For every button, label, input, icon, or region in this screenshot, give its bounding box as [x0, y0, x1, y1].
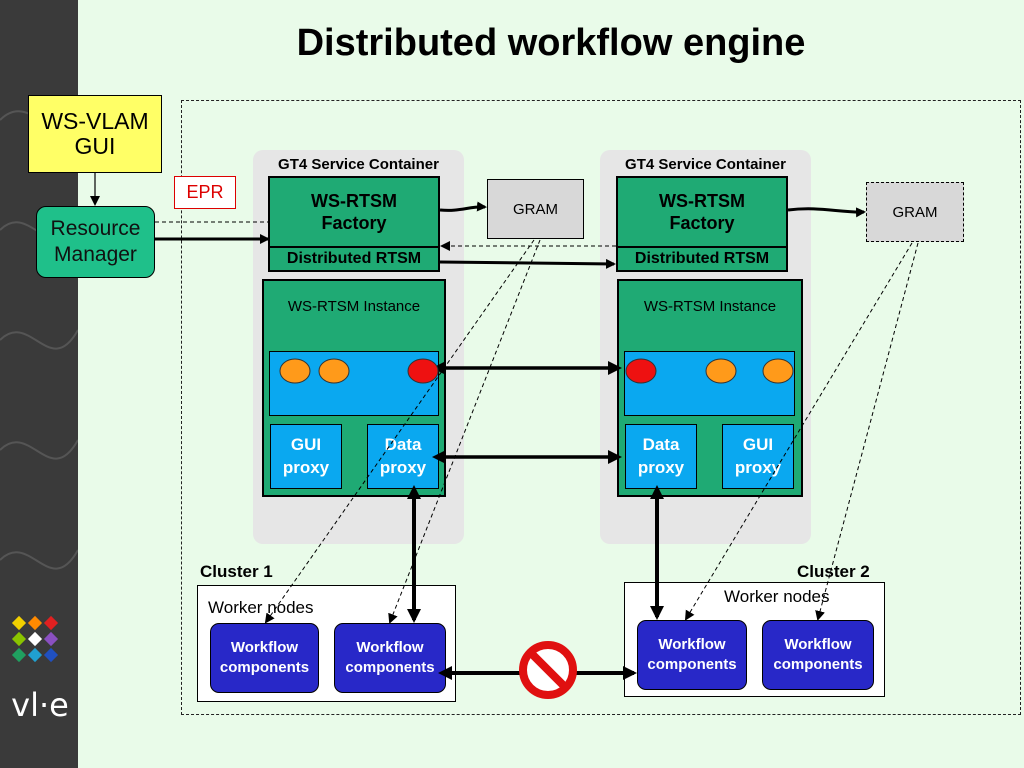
proxy-2a-line2: proxy	[637, 457, 685, 477]
wf-2b-line1: Workflow	[784, 635, 852, 653]
instance2-node-red	[625, 358, 657, 384]
instance1-node-orange-1	[279, 358, 311, 384]
cluster-2-worker-label: Worker nodes	[724, 587, 830, 606]
gram1-dispatch-a	[264, 239, 535, 624]
proxy-1b-line1: Data	[384, 435, 422, 455]
cluster-1-worker-label: Worker nodes	[208, 598, 314, 617]
gram2-dispatch-a	[684, 242, 913, 621]
instance1-node-red	[407, 358, 439, 384]
gram2-dispatch-b	[815, 242, 919, 621]
proxy-2b-line2: proxy	[734, 457, 782, 477]
proxy-1a-line2: proxy	[282, 457, 330, 477]
instance2-node-orange-1	[705, 358, 737, 384]
workflow-component-1a: Workflow components	[210, 623, 319, 693]
factory1-to-gram1-arrow	[439, 201, 487, 212]
epr-label: EPR	[174, 176, 236, 209]
factory-2-line1: WS-RTSM	[659, 190, 745, 211]
wf-2a-line1: Workflow	[658, 635, 726, 653]
gui-line2: GUI	[74, 133, 116, 159]
wf-1b-line2: components	[345, 659, 435, 676]
instance-2-nodes-panel	[624, 351, 795, 416]
proxy-1b-line2: proxy	[379, 457, 427, 477]
wf-1b-line1: Workflow	[356, 638, 424, 656]
wf-1a-line1: Workflow	[230, 638, 299, 656]
instance-1-label: WS-RTSM Instance	[287, 298, 421, 315]
instance2-node-orange-2	[762, 358, 794, 384]
page-title: Distributed workflow engine	[296, 22, 806, 64]
prohibited-icon	[519, 641, 577, 699]
distributed-rtsm-1: Distributed RTSM	[268, 246, 440, 272]
distributed-rtsm-2: Distributed RTSM	[616, 246, 788, 272]
instance1-node-orange-2	[318, 358, 350, 384]
container-2-title: GT4 Service Container	[625, 156, 786, 173]
wf-2b-line2: components	[773, 656, 863, 673]
factory-1-line2: Factory	[321, 213, 387, 233]
cluster-1-label: Cluster 1	[200, 562, 273, 581]
factory-2-line2: Factory	[669, 213, 735, 233]
wf-1a-line2: components	[219, 659, 310, 676]
factory-1-line1: WS-RTSM	[311, 190, 397, 211]
vle-logo-icon	[11, 615, 59, 663]
container-1-title: GT4 Service Container	[278, 156, 439, 173]
rm-line1: Resource	[50, 216, 141, 240]
instance-2-label: WS-RTSM Instance	[643, 298, 777, 315]
rm-line2: Manager	[54, 243, 137, 266]
workflow-component-2a: Workflow components	[637, 620, 747, 690]
workflow-component-1b: Workflow components	[334, 623, 446, 693]
gram1-dispatch-b	[388, 239, 541, 624]
logo-text: vl·e	[11, 686, 69, 724]
factory2-to-gram2-arrow	[787, 207, 866, 218]
proxy-1a-line1: GUI	[290, 435, 322, 455]
gram-box-2: GRAM	[866, 182, 964, 242]
proxy-2a-line1: Data	[642, 435, 680, 455]
wf-2a-line2: components	[647, 656, 737, 673]
system-boundary	[181, 100, 1021, 715]
gram-box-1: GRAM	[487, 179, 584, 239]
gui-line1: WS-VLAM	[41, 107, 149, 134]
drtsm1-to-drtsm2-arrow	[439, 258, 616, 269]
proxy-2b-line1: GUI	[742, 435, 774, 455]
cluster-2-label: Cluster 2	[797, 562, 870, 581]
